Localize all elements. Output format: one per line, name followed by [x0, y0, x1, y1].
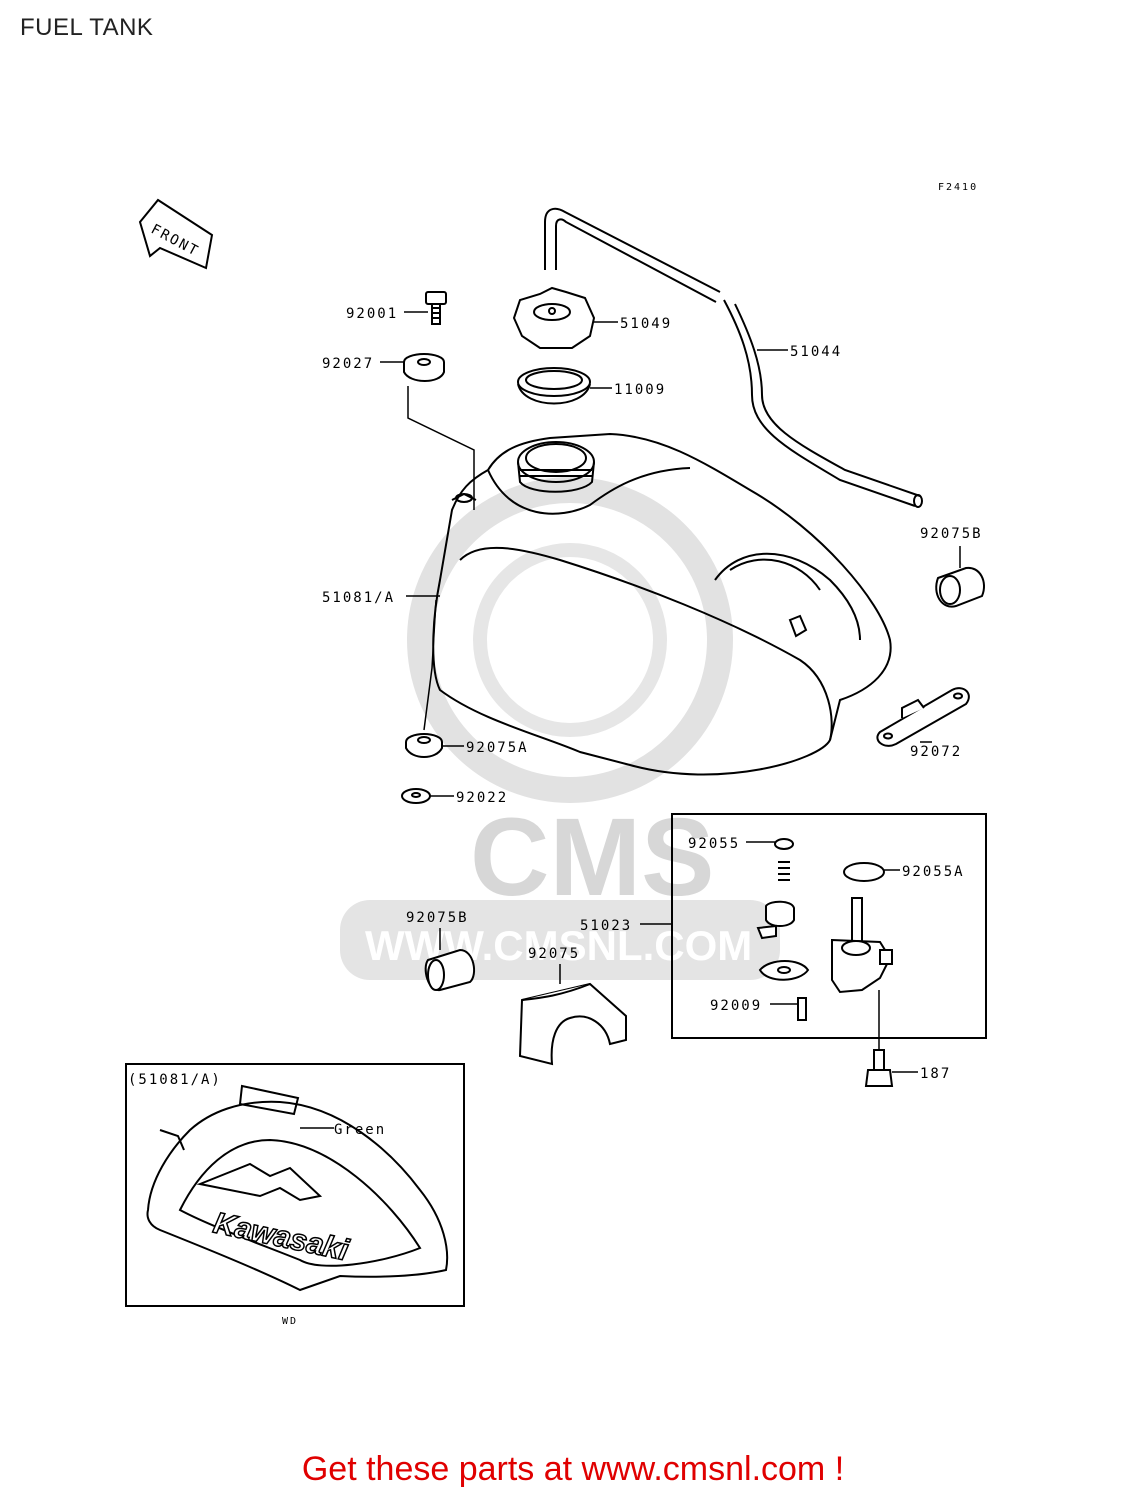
page-title: FUEL TANK [20, 14, 154, 41]
label-92027: 92027 [322, 356, 374, 372]
damper-92075A [405, 733, 443, 758]
washer-92022 [401, 788, 431, 804]
label-11009: 11009 [614, 382, 666, 398]
bolt-187 [864, 1049, 894, 1087]
label-92075: 92075 [528, 946, 580, 962]
fuel-tank-body [432, 432, 892, 776]
fuel-cap [512, 286, 596, 349]
label-92055: 92055 [688, 836, 740, 852]
fuel-tap-box [671, 813, 987, 1039]
inset-title: (51081/A) [128, 1072, 222, 1088]
watermark-brand: CMS [470, 796, 714, 919]
label-92009: 92009 [710, 998, 762, 1014]
figure-code: F2410 [938, 182, 978, 193]
inset-caption: WD [282, 1316, 298, 1327]
fuel-tap-parts [756, 838, 893, 1021]
bracket-92072 [876, 687, 970, 747]
watermark: CMS WWW.CMSNL.COM [340, 477, 780, 980]
label-92072: 92072 [910, 744, 962, 760]
label-92075B-low: 92075B [406, 910, 469, 926]
label-51023: 51023 [580, 918, 632, 934]
label-51049: 51049 [620, 316, 672, 332]
label-92055A: 92055A [902, 864, 965, 880]
label-92001: 92001 [346, 306, 398, 322]
label-92075A: 92075A [466, 740, 529, 756]
label-51044: 51044 [790, 344, 842, 360]
cap-gasket [517, 367, 591, 405]
damper-92075B-right [935, 566, 985, 608]
bolt-92001 [425, 291, 447, 325]
front-arrow-icon: FRONT [138, 198, 214, 270]
label-92075B-top: 92075B [920, 526, 983, 542]
label-51081A: 51081/A [322, 590, 395, 606]
damper-92075B-left [424, 948, 476, 992]
damper-92075 [518, 982, 627, 1066]
inset-color-label: Green [334, 1122, 386, 1138]
variant-tank-drawing [146, 1084, 449, 1292]
leader-lines [380, 311, 961, 1073]
label-92022: 92022 [456, 790, 508, 806]
footer-cta[interactable]: Get these parts at www.cmsnl.com ! [301, 1450, 845, 1488]
label-187: 187 [920, 1066, 951, 1082]
vent-hose [544, 207, 923, 508]
damper-92027 [403, 353, 445, 382]
